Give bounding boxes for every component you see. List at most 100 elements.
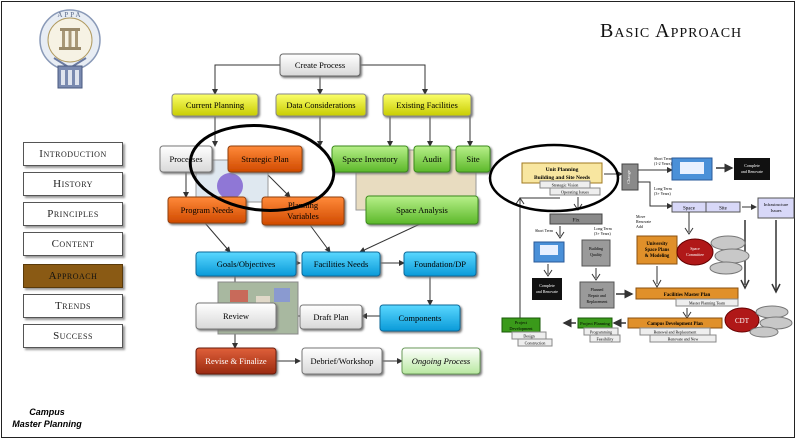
revise-finalize-node[interactable] <box>195 347 277 375</box>
fix-box <box>549 213 603 225</box>
space-committee-label-1: Space <box>690 246 700 251</box>
university-label-2: Space Plans <box>645 248 670 253</box>
nav-introduction[interactable]: Introduction <box>23 142 123 166</box>
space-committee-ellipse <box>676 238 714 266</box>
current-planning-node[interactable] <box>171 93 259 117</box>
current-planning-label: Current Planning <box>186 100 245 110</box>
short-term-label: Short Term <box>535 228 554 233</box>
building-quality-label-2: Quality <box>590 252 602 257</box>
renovate-new-label: Renovate and New <box>668 337 699 342</box>
space-analysis-node[interactable] <box>365 195 479 225</box>
debrief-workshop-node[interactable] <box>301 347 383 375</box>
nav-trends[interactable]: Trends <box>23 294 123 318</box>
review-node[interactable] <box>195 302 277 330</box>
nav-principles[interactable]: Principles <box>23 202 123 226</box>
processes-label: Processes <box>169 154 202 164</box>
ongoing-process-node[interactable] <box>401 347 481 375</box>
complete-renovate-top-box <box>734 158 770 180</box>
design-label: Design <box>523 334 534 339</box>
page-title: Basic Approach <box>600 20 743 42</box>
university-label-1: University <box>646 242 668 247</box>
building-quality-label-1: Building <box>589 246 603 251</box>
appa-logo: APPA <box>39 9 101 89</box>
committee-member-ellipse-1 <box>710 235 746 251</box>
space-committee-label-2: Committee <box>686 252 704 257</box>
change-box <box>621 163 639 191</box>
space-inventory-node[interactable] <box>331 145 409 173</box>
planning-variables-label-2: Variables <box>287 211 319 221</box>
short-term-top-label-2: (1-2 Years) <box>654 161 672 166</box>
long-term-label-1: Long Term <box>594 226 613 231</box>
foundation-dp-label: Foundation/DP <box>414 259 466 269</box>
strategic-plan-node[interactable] <box>227 145 303 173</box>
create-process-node[interactable] <box>279 53 361 77</box>
draft-plan-node[interactable] <box>299 304 363 330</box>
programming-label: Programming <box>590 330 612 335</box>
program-needs-label: Program Needs <box>181 205 234 215</box>
planned-repair-box <box>579 281 615 309</box>
unit-planning-label-1: Unit Planning <box>546 167 579 173</box>
draft-plan-label: Draft Plan <box>313 312 349 322</box>
goals-objectives-node[interactable] <box>195 251 297 277</box>
data-considerations-label: Data Considerations <box>286 100 355 110</box>
planned-label-1: Planned <box>591 287 604 292</box>
campus-development-plan-label: Campus Development Plan <box>647 322 703 327</box>
processes-node[interactable] <box>159 145 213 173</box>
existing-facilities-label: Existing Facilities <box>396 100 458 110</box>
move-label: Move <box>636 214 646 219</box>
nav-history[interactable]: History <box>23 172 123 196</box>
footer-line-2: Master Planning <box>12 419 82 429</box>
facilities-needs-label: Facilities Needs <box>314 259 369 269</box>
strategy-wheel-image <box>217 173 243 199</box>
components-node[interactable] <box>379 304 461 332</box>
infrastructure-label-1: Infrastructure <box>764 202 789 207</box>
site-node[interactable] <box>455 145 491 173</box>
foundation-dp-node[interactable] <box>403 251 477 277</box>
nav-approach[interactable]: Approach <box>23 264 123 288</box>
nav-success[interactable]: Success <box>23 324 123 348</box>
construction-box <box>517 338 553 347</box>
feasibility-label: Feasibility <box>597 337 614 342</box>
cdt-label: CDT <box>735 317 750 325</box>
building-quality-box <box>581 239 611 267</box>
master-planning-team-label: Master Planning Team <box>689 301 726 306</box>
complete-renovate-bottom-box <box>532 278 562 300</box>
unit-planning-label-2: Building and Site Needs <box>534 175 590 181</box>
long-term-label-2: (3+ Years) <box>594 231 611 236</box>
audit-node[interactable] <box>413 145 451 173</box>
infrastructure-label-2: Issues <box>771 208 782 213</box>
data-considerations-node[interactable] <box>275 93 367 117</box>
long-term-top-label-1: Long Term <box>654 186 673 191</box>
university-label-3: & Modeling <box>645 254 670 259</box>
revise-finalize-label: Revise & Finalize <box>205 356 267 366</box>
operating-issues-label: Operating Issues <box>561 190 589 195</box>
unit-planning-diagram: Unit Planning Building and Site Needs St… <box>488 143 795 347</box>
debrief-workshop-label: Debrief/Workshop <box>310 356 373 366</box>
complete-renovate-bottom-label-1: Complete <box>539 283 555 288</box>
complete-renovate-top-label-1: Complete <box>744 163 760 168</box>
renovate-label: Renovate <box>636 219 651 224</box>
fix-label: Fix <box>572 218 580 224</box>
nav-content[interactable]: Content <box>23 232 123 256</box>
master-planning-team-box <box>675 298 739 307</box>
space-label: Space <box>683 207 696 212</box>
strategic-plan-highlight-ellipse <box>188 124 336 212</box>
facilities-master-plan-label: Facilities Master Plan <box>664 293 711 298</box>
audit-label: Audit <box>422 154 442 164</box>
space-inventory-label: Space Inventory <box>342 154 398 164</box>
project-development-label-2: Development <box>509 326 533 331</box>
cdt-member-ellipse-1 <box>755 305 789 319</box>
planned-label-2: Repair and <box>588 293 605 298</box>
facilities-needs-node[interactable] <box>301 251 381 277</box>
change-label: Change <box>626 170 631 184</box>
existing-facilities-node[interactable] <box>382 93 472 117</box>
space-analysis-label: Space Analysis <box>396 205 448 215</box>
short-term-top-label-1: Short Term <box>654 156 673 161</box>
cdt-member-ellipse-3 <box>749 326 779 338</box>
long-term-top-label-2: (3+ Years) <box>654 191 671 196</box>
review-label: Review <box>223 311 250 321</box>
feasibility-box <box>589 334 621 343</box>
complete-renovate-bottom-label-2: and Renovate <box>536 289 558 294</box>
